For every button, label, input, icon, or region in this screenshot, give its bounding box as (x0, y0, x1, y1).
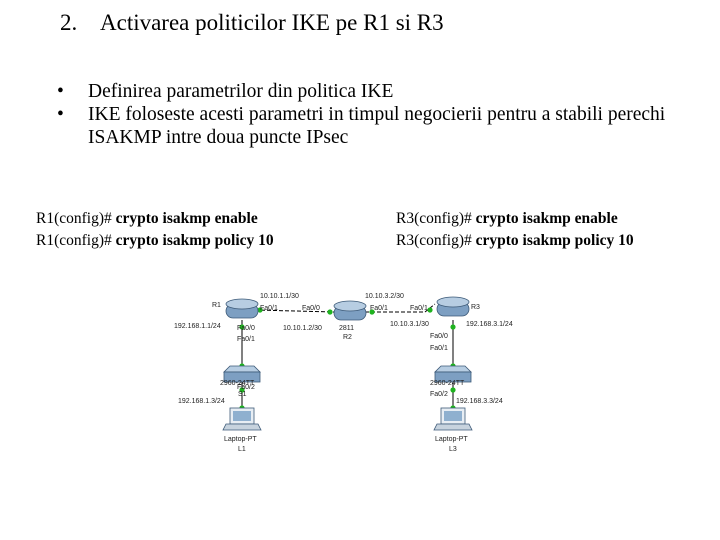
device-label: R3 (471, 304, 480, 311)
interface-label: Fa0/1 (237, 336, 255, 343)
title-number: 2. (60, 10, 78, 35)
laptop-l1[interactable] (222, 407, 262, 431)
interface-label: Fa0/2 (237, 384, 255, 391)
device-model-label: 2960-24TT (430, 380, 465, 387)
interface-label: Fa0/0 (237, 325, 255, 332)
ip-label: 192.168.3.3/24 (456, 398, 503, 405)
port-up-icon (257, 307, 263, 313)
port-up-icon (450, 324, 456, 330)
command-line: R1(config)# crypto isakmp enable (36, 208, 274, 230)
bullet-text: IKE foloseste acesti parametri in timpul… (88, 104, 666, 148)
bullet-icon: • (57, 104, 64, 125)
port-up-icon (369, 309, 375, 315)
interface-label: Fa0/0 (430, 333, 448, 340)
command-text: crypto isakmp enable (115, 210, 258, 227)
switch-icon (434, 365, 472, 373)
bullet-item: • IKE foloseste acesti parametri in timp… (55, 103, 695, 149)
router-r1[interactable] (225, 298, 259, 319)
link-r2-r3 (365, 303, 436, 313)
command-text: crypto isakmp enable (475, 210, 618, 227)
device-label: S1 (238, 391, 247, 398)
device-model-label: 2960-24TT (220, 380, 255, 387)
device-model-label: 2811 (339, 325, 354, 332)
device-label: R2 (343, 334, 352, 341)
device-label: L3 (449, 446, 457, 453)
command-prompt: R3(config)# (396, 232, 472, 249)
slide-title: 2. Activarea politicilor IKE pe R1 si R3 (60, 10, 444, 36)
network-label: 10.10.1.1/30 (260, 293, 299, 300)
port-up-icon (239, 324, 245, 330)
port-up-icon (239, 387, 245, 393)
interface-label: Fa0/1 (260, 305, 278, 312)
command-text: crypto isakmp policy 10 (115, 232, 274, 249)
command-prompt: R1(config)# (36, 210, 112, 227)
port-up-icon (427, 307, 433, 313)
device-model-label: Laptop-PT (435, 436, 468, 443)
router-r3[interactable] (436, 296, 470, 317)
network-topology: R1 10.10.1.1/30 Fa0/1 Fa0/0 Fa0/1 10.10.… (174, 293, 513, 453)
ip-label: 192.168.1.1/24 (174, 323, 221, 330)
interface-label: Fa0/1 (370, 305, 388, 312)
port-up-icon (327, 309, 333, 315)
command-line: R3(config)# crypto isakmp enable (396, 208, 634, 230)
ip-label: 192.168.1.3/24 (178, 398, 225, 405)
switch-s1[interactable] (223, 365, 261, 383)
port-up-icon (450, 387, 456, 393)
router-icon (225, 298, 259, 310)
ip-label: 10.10.1.2/30 (283, 325, 322, 332)
interface-label: Fa0/0 (302, 305, 320, 312)
ip-label: 192.168.3.1/24 (466, 321, 513, 328)
title-text: Activarea politicilor IKE pe R1 si R3 (100, 10, 444, 35)
interface-label: Fa0/1 (410, 305, 428, 312)
command-line: R1(config)# crypto isakmp policy 10 (36, 230, 274, 252)
interface-label: Fa0/2 (430, 391, 448, 398)
bullet-icon: • (57, 81, 64, 102)
switch-icon (223, 365, 261, 373)
ip-label: 10.10.3.1/30 (390, 321, 429, 328)
bullet-text: Definirea parametrilor din politica IKE (88, 81, 394, 102)
interface-label: Fa0/1 (430, 345, 448, 352)
r1-commands: R1(config)# crypto isakmp enable R1(conf… (36, 208, 274, 252)
device-model-label: Laptop-PT (224, 436, 257, 443)
laptop-l3[interactable] (433, 407, 473, 431)
bullet-list: • Definirea parametrilor din politica IK… (55, 80, 695, 149)
network-label: 10.10.3.2/30 (365, 293, 404, 300)
link-r1-r2 (254, 309, 336, 313)
command-line: R3(config)# crypto isakmp policy 10 (396, 230, 634, 252)
command-prompt: R3(config)# (396, 210, 472, 227)
switch-s3[interactable] (434, 365, 472, 383)
bullet-item: • Definirea parametrilor din politica IK… (55, 80, 695, 103)
router-icon (436, 296, 470, 308)
command-prompt: R1(config)# (36, 232, 112, 249)
r3-commands: R3(config)# crypto isakmp enable R3(conf… (396, 208, 634, 252)
router-icon (333, 300, 367, 312)
command-text: crypto isakmp policy 10 (475, 232, 634, 249)
device-label: L1 (238, 446, 246, 453)
router-r2[interactable] (333, 300, 367, 321)
device-label: R1 (212, 302, 221, 309)
